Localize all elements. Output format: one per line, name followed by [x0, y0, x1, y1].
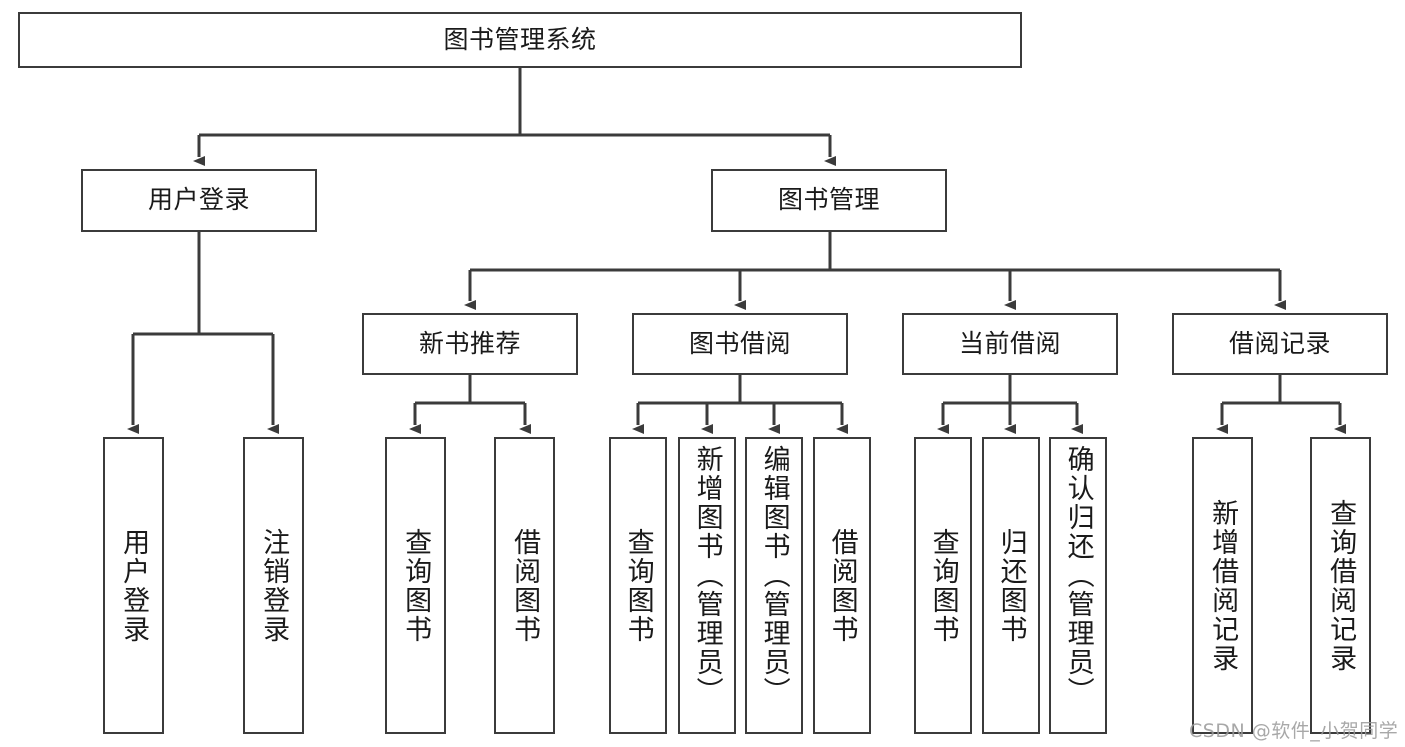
leaf-borrow-book-2[interactable]: 借阅图书 [813, 437, 871, 734]
node-root-label: 图书管理系统 [443, 24, 597, 54]
leaf-query-book-1[interactable]: 查询图书 [385, 437, 446, 734]
leaf-add-book-admin-label: 新增图书（管理员） [691, 445, 723, 706]
node-book-manage-label: 图书管理 [777, 185, 880, 215]
leaf-borrow-book-1-label: 借阅图书 [509, 527, 541, 644]
leaf-query-borrow-record-label: 查询借阅记录 [1325, 498, 1357, 673]
leaf-add-borrow-record[interactable]: 新增借阅记录 [1192, 437, 1253, 734]
csdn-watermark: CSDN @软件_小贺同学 [1189, 720, 1399, 742]
node-user-login-label: 用户登录 [147, 185, 250, 215]
node-borrow-record[interactable]: 借阅记录 [1172, 313, 1388, 375]
leaf-confirm-return-admin[interactable]: 确认归还（管理员） [1049, 437, 1107, 734]
leaf-logout[interactable]: 注销登录 [243, 437, 304, 734]
node-root[interactable]: 图书管理系统 [18, 12, 1022, 68]
leaf-query-book-3[interactable]: 查询图书 [914, 437, 972, 734]
leaf-borrow-book-1[interactable]: 借阅图书 [494, 437, 555, 734]
node-new-book-recommendation-label: 新书推荐 [418, 328, 521, 358]
node-user-login[interactable]: 用户登录 [81, 169, 317, 232]
leaf-return-book-label: 归还图书 [995, 527, 1027, 644]
leaf-add-borrow-record-label: 新增借阅记录 [1207, 498, 1239, 673]
node-book-borrow-label: 图书借阅 [688, 328, 791, 358]
leaf-add-book-admin[interactable]: 新增图书（管理员） [678, 437, 736, 734]
leaf-user-login[interactable]: 用户登录 [103, 437, 164, 734]
leaf-query-book-2[interactable]: 查询图书 [609, 437, 667, 734]
node-new-book-recommendation[interactable]: 新书推荐 [362, 313, 578, 375]
node-current-borrow[interactable]: 当前借阅 [902, 313, 1118, 375]
node-book-borrow[interactable]: 图书借阅 [632, 313, 848, 375]
node-borrow-record-label: 借阅记录 [1228, 328, 1331, 358]
leaf-query-book-1-label: 查询图书 [400, 527, 432, 644]
node-book-manage[interactable]: 图书管理 [711, 169, 947, 232]
leaf-user-login-label: 用户登录 [118, 527, 150, 644]
leaf-edit-book-admin-label: 编辑图书（管理员） [758, 445, 790, 706]
leaf-query-book-3-label: 查询图书 [927, 527, 959, 644]
leaf-return-book[interactable]: 归还图书 [982, 437, 1040, 734]
leaf-edit-book-admin[interactable]: 编辑图书（管理员） [745, 437, 803, 734]
leaf-borrow-book-2-label: 借阅图书 [826, 527, 858, 644]
leaf-query-borrow-record[interactable]: 查询借阅记录 [1310, 437, 1371, 734]
leaf-confirm-return-admin-label: 确认归还（管理员） [1062, 445, 1094, 706]
leaf-logout-label: 注销登录 [258, 527, 290, 644]
leaf-query-book-2-label: 查询图书 [622, 527, 654, 644]
node-current-borrow-label: 当前借阅 [958, 328, 1061, 358]
